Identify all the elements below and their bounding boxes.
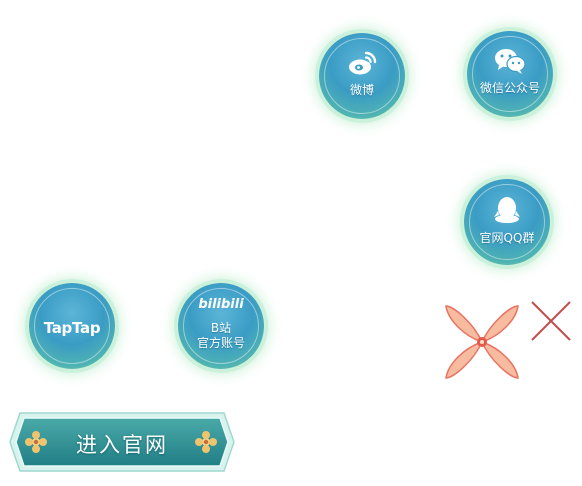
close-icon[interactable] [528, 298, 574, 344]
weibo-icon [349, 51, 377, 75]
qq-icon [494, 197, 520, 223]
qq-group-button[interactable]: 官网QQ群 [464, 179, 550, 265]
taptap-button[interactable]: TapTap [29, 283, 115, 369]
weibo-label: 微博 [349, 83, 374, 97]
qq-group-label: 官网QQ群 [479, 231, 535, 245]
button-frame [9, 412, 235, 472]
flower-ornament-icon [25, 431, 47, 453]
weibo-button[interactable]: 微博 [319, 33, 405, 119]
enter-official-site-label: 进入官网 [76, 433, 168, 457]
bilibili-label-line1: B站 [210, 321, 232, 335]
petal-close-icon[interactable] [442, 296, 522, 386]
bilibili-button[interactable]: bilibili B站 官方账号 [178, 283, 264, 369]
flower-ornament-icon [195, 431, 217, 453]
bilibili-label-line2: 官方账号 [196, 336, 245, 350]
wechat-button[interactable]: 微信公众号 [467, 31, 553, 117]
wechat-icon [495, 49, 526, 74]
taptap-logo: TapTap [43, 319, 101, 337]
bilibili-logo: bilibili [198, 297, 244, 312]
wechat-label: 微信公众号 [479, 81, 540, 95]
enter-official-site-button[interactable]: 进入官网 [8, 409, 236, 475]
